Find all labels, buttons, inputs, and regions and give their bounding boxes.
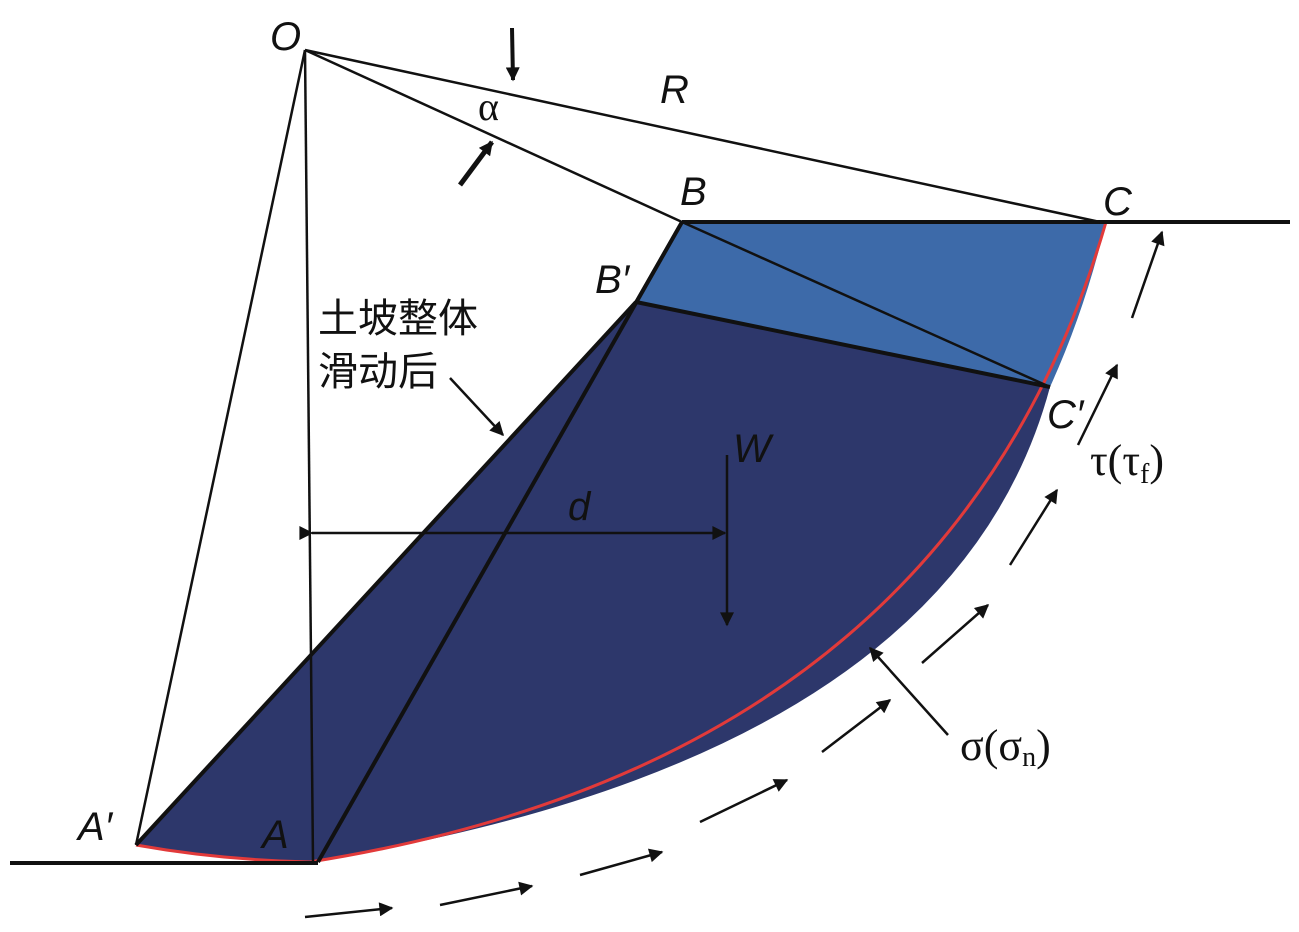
label-sigma-subscript: n — [1022, 742, 1036, 773]
radius-o-b — [304, 48, 683, 224]
chord-b-c-prime — [681, 220, 1051, 389]
label-w: W — [733, 427, 774, 471]
shear-stress-arrows — [304, 230, 1165, 919]
radius-o-c — [304, 48, 1101, 224]
label-sigma-main: σ(σ — [960, 721, 1022, 770]
label-o: O — [270, 15, 301, 59]
label-c: C — [1103, 180, 1133, 224]
label-b-prime: B′ — [595, 258, 631, 302]
displaced-crest — [634, 221, 684, 303]
label-tau: τ(τf) — [1090, 436, 1164, 490]
alpha-arrow-bottom — [457, 140, 495, 187]
alpha-arrow-top — [505, 27, 520, 82]
label-r: R — [660, 68, 689, 112]
shear-arrow — [304, 902, 394, 919]
shear-arrow — [579, 848, 664, 877]
shear-arrow — [1130, 230, 1165, 319]
shear-arrow — [821, 699, 892, 753]
annotation-pointer-arrow — [449, 377, 504, 437]
sliding-mass-upper-region — [636, 222, 1106, 387]
original-slope-face — [316, 221, 684, 863]
sigma-pointer-arrow — [869, 646, 949, 736]
annotation-line-1: 土坡整体 — [318, 296, 478, 342]
label-a: A — [260, 813, 289, 857]
label-sigma-close: ) — [1036, 721, 1051, 770]
shear-arrow — [1008, 488, 1059, 566]
label-b: B — [680, 170, 707, 214]
slip-surface-arc — [135, 221, 1108, 864]
vertical-line-o-a — [303, 49, 315, 863]
shear-arrow — [1076, 363, 1119, 446]
displaced-top-line — [635, 300, 1051, 389]
label-alpha: α — [478, 84, 499, 129]
label-sigma: σ(σn) — [960, 721, 1051, 773]
displaced-slope-face — [134, 300, 638, 847]
sliding-mass-lower-region — [136, 302, 1050, 862]
label-c-prime: C′ — [1047, 393, 1085, 437]
shear-arrow — [439, 881, 534, 907]
label-a-prime: A′ — [76, 805, 114, 849]
radius-o-a-prime — [134, 49, 307, 846]
shear-arrow — [921, 604, 990, 664]
label-tau-subscript: f — [1140, 459, 1150, 490]
label-tau-close: ) — [1149, 436, 1164, 485]
annotation-line-2: 滑动后 — [318, 349, 438, 395]
shear-arrow — [699, 778, 789, 824]
label-tau-main: τ(τ — [1090, 436, 1140, 485]
label-d: d — [568, 485, 592, 529]
